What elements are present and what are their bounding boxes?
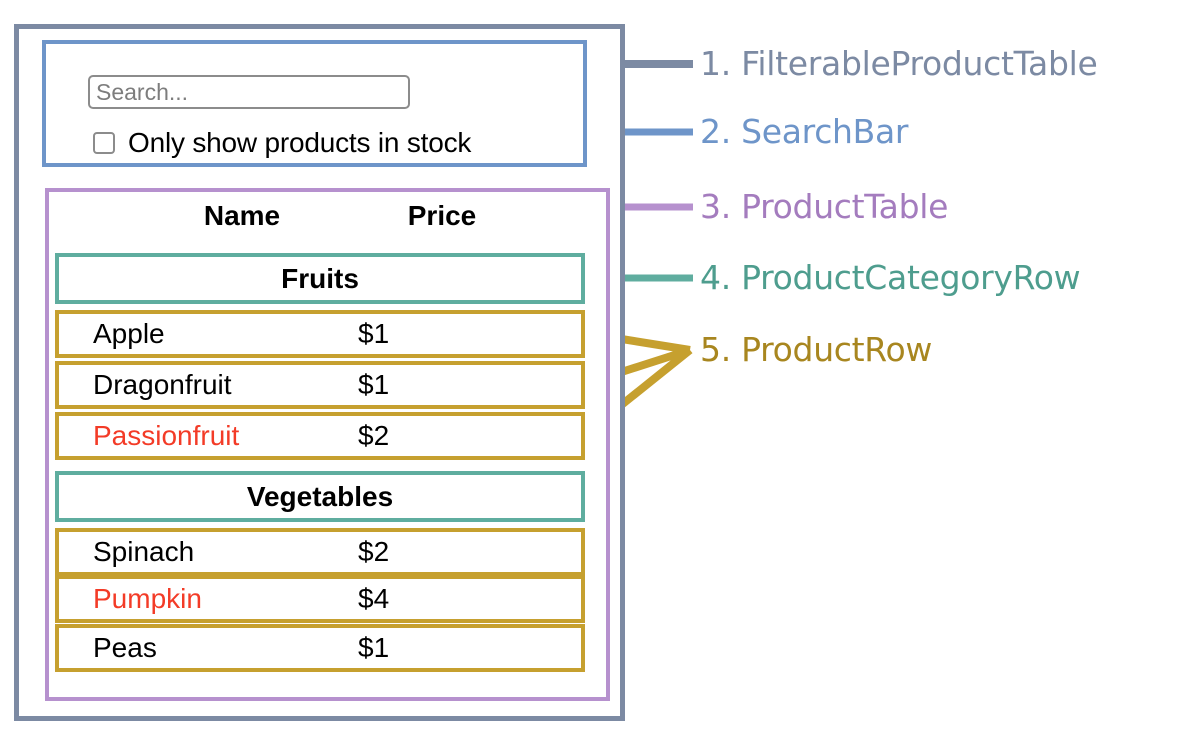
product-price: $1 [358,632,390,663]
product-price: $1 [358,318,390,349]
annotation-index: 5. [700,330,731,369]
annotation-index: 1. [700,44,731,83]
annotation-label: ProductRow [741,330,933,369]
product-category-row: Fruits [55,253,585,304]
product-price: $4 [358,583,390,614]
annotation-search-bar: 2. SearchBar [700,112,909,151]
product-row: Apple $1 [55,310,585,358]
annotation-filterable-product-table: 1. FilterableProductTable [700,44,1098,83]
product-row: Passionfruit $2 [55,412,585,460]
product-name: Peas [93,632,157,663]
product-name: Apple [93,318,165,349]
product-row: Pumpkin $4 [55,575,585,623]
annotation-product-row: 5. ProductRow [700,330,932,369]
annotation-label: ProductCategoryRow [741,258,1081,297]
product-row: Dragonfruit $1 [55,361,585,409]
product-price: $1 [358,369,390,400]
search-input[interactable] [88,75,410,109]
product-category-row: Vegetables [55,471,585,522]
in-stock-checkbox-label: Only show products in stock [128,127,472,158]
product-name: Passionfruit [93,420,240,451]
product-name: Pumpkin [93,583,202,614]
product-price: $2 [358,420,390,451]
annotation-product-category-row: 4. ProductCategoryRow [700,258,1081,297]
product-table-header: Name Price [49,200,606,246]
product-category-label: Fruits [281,262,359,294]
in-stock-filter-row[interactable]: Only show products in stock [93,123,471,163]
annotation-index: 4. [700,258,731,297]
annotation-label: ProductTable [741,187,949,226]
product-row: Peas $1 [55,624,585,672]
column-header-price: Price [407,200,477,231]
annotation-product-table: 3. ProductTable [700,187,948,226]
product-row: Spinach $2 [55,528,585,576]
product-price: $2 [358,536,390,567]
annotation-index: 3. [700,187,731,226]
in-stock-checkbox[interactable] [93,132,115,154]
column-header-name: Name [203,200,281,231]
product-name: Dragonfruit [93,369,232,400]
product-category-label: Vegetables [246,480,394,512]
annotation-index: 2. [700,112,731,151]
annotation-label: SearchBar [741,112,909,151]
product-name: Spinach [93,536,195,567]
annotation-label: FilterableProductTable [741,44,1098,83]
